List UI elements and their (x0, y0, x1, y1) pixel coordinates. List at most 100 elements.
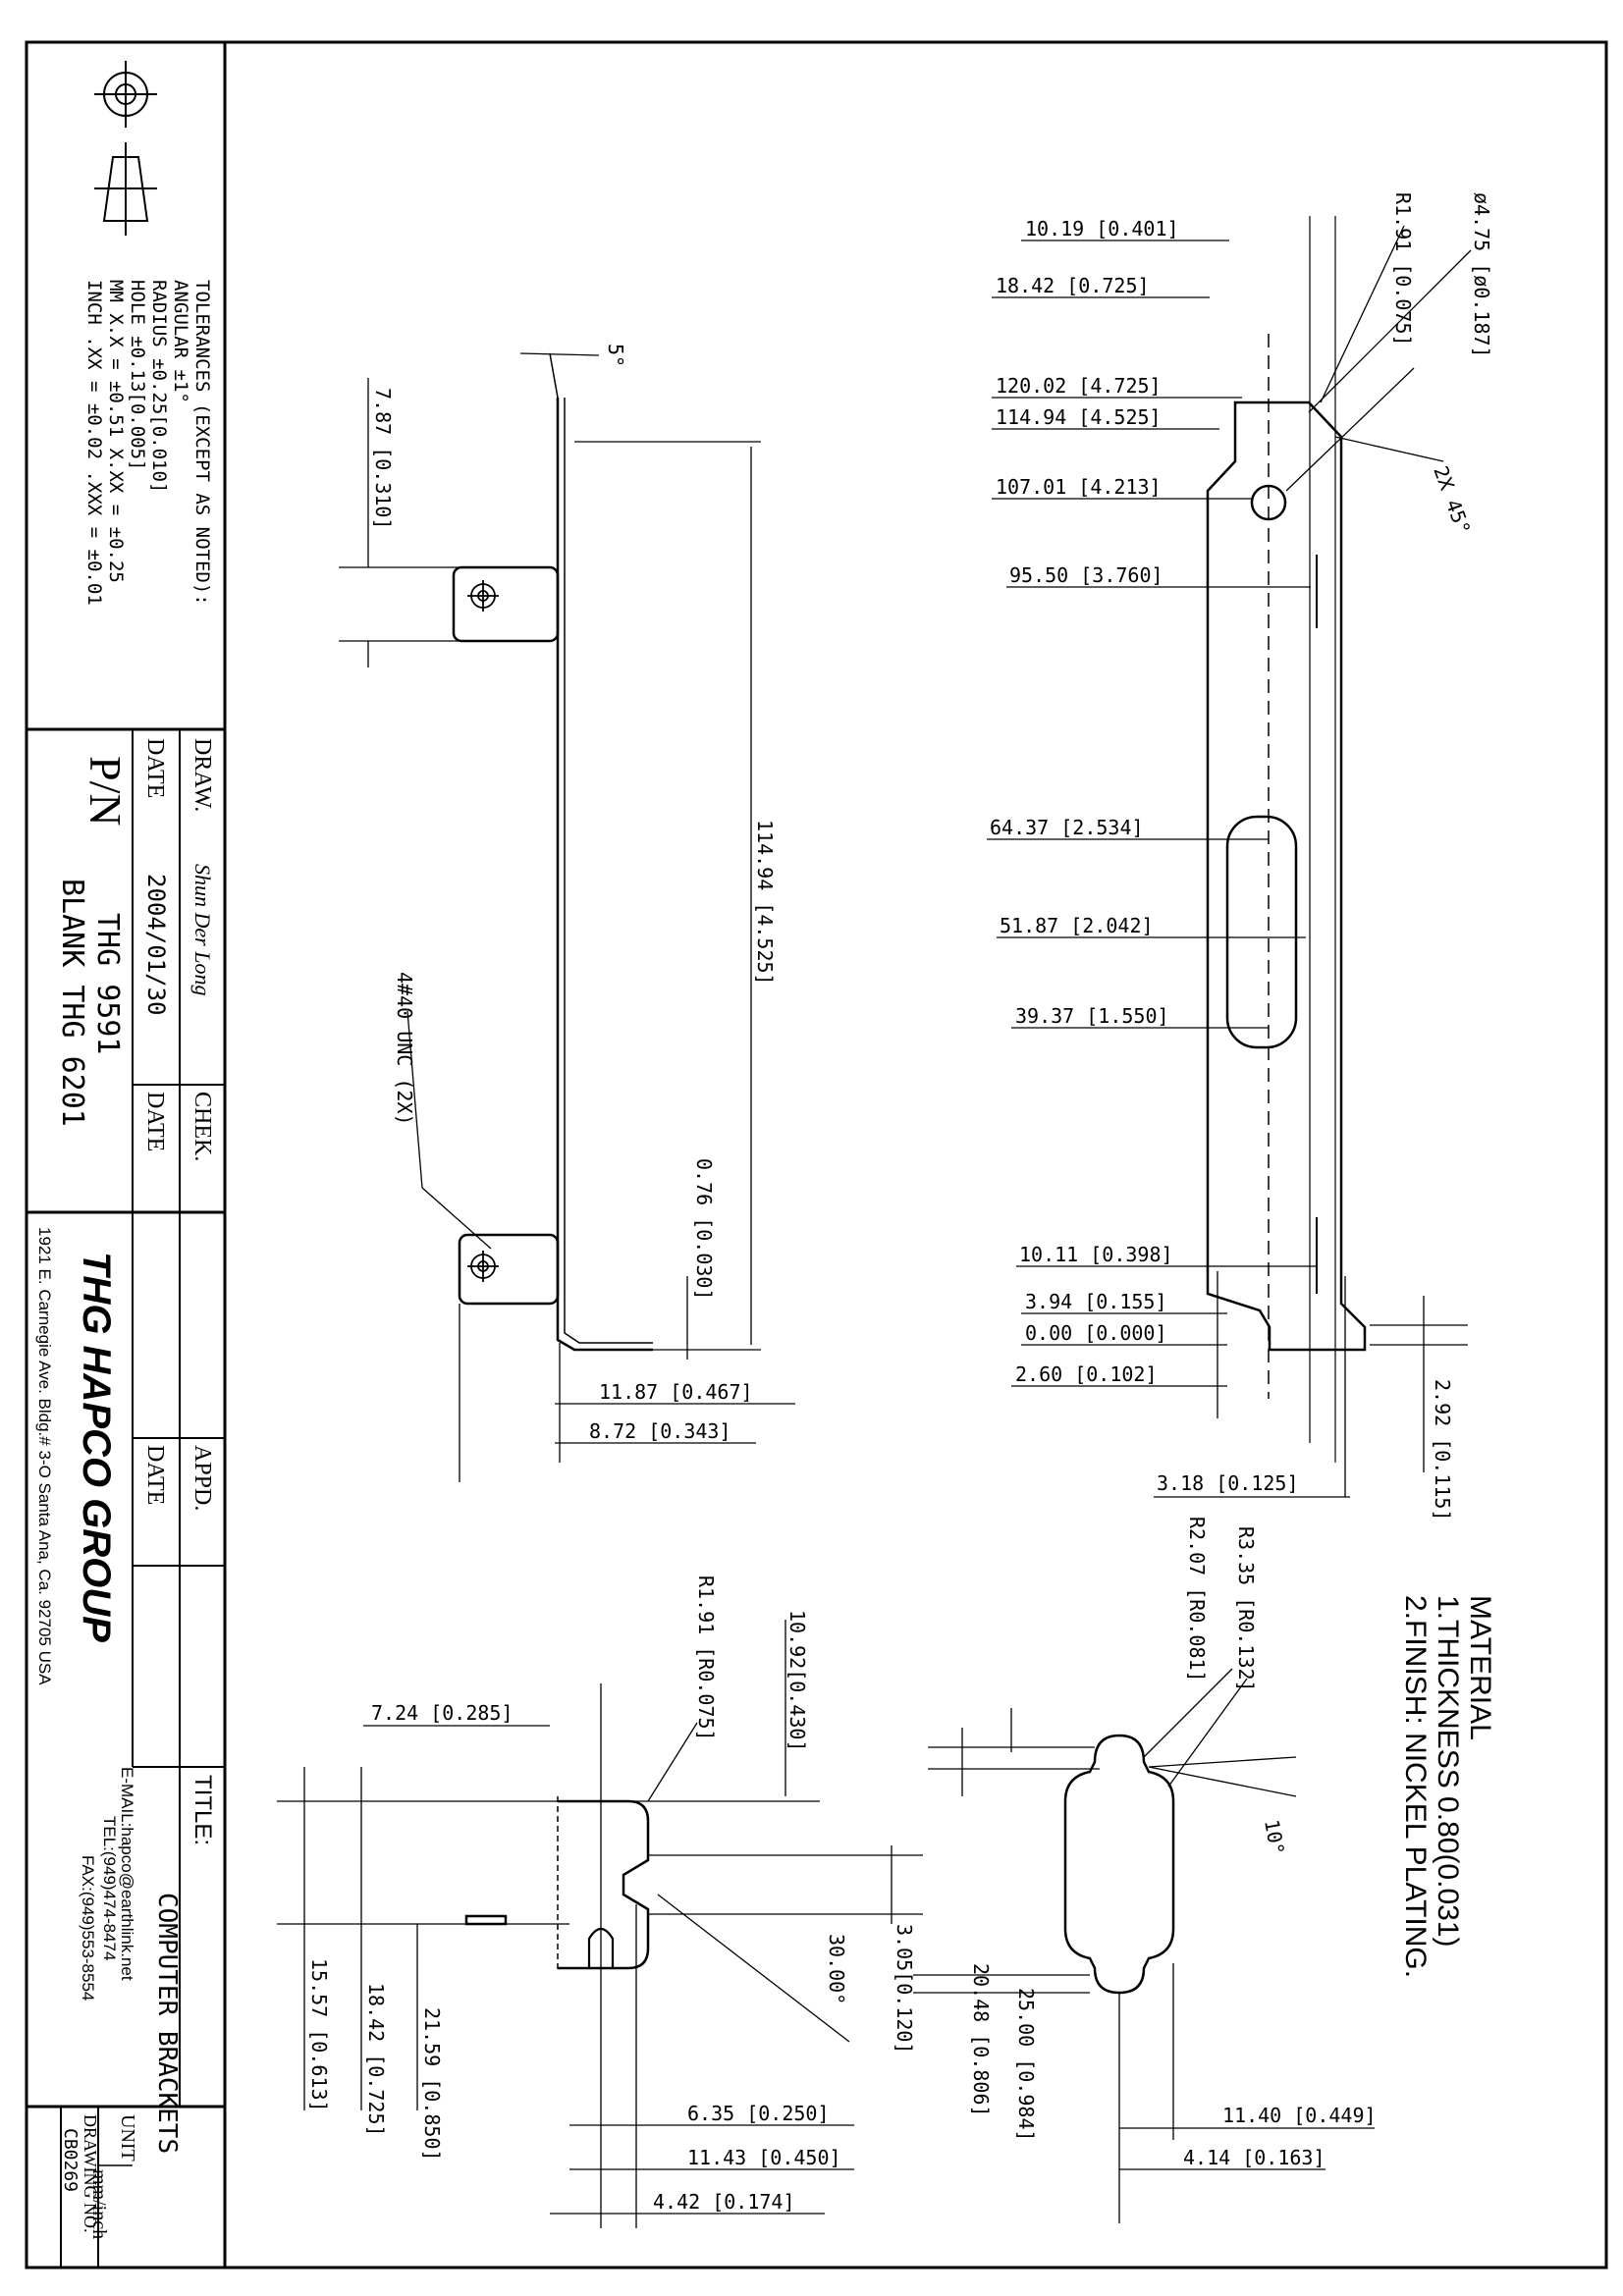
side-view-dims (339, 352, 795, 1482)
dim-7-24: 7.24 [0.285] (371, 1701, 514, 1725)
dim-95-50: 95.50 [3.760] (1009, 563, 1163, 587)
dim-dia-4-75: ø4.75 [ø0.187] (1470, 192, 1493, 358)
dim-0-00: 0.00 [0.000] (1025, 1321, 1167, 1345)
dim-2-92: 2.92 [0.115] (1431, 1379, 1454, 1522)
dim-21-59: 21.59 [0.850] (420, 2007, 444, 2162)
dim-angle-5: 5° (604, 344, 627, 367)
side-view (452, 352, 653, 1352)
title-value: COMPUTER BRACKETS (152, 1893, 182, 2154)
dim-chamfer: 2X 45° (1429, 463, 1475, 538)
dim-114-94-side: 114.94 [4.525] (753, 820, 777, 986)
detail-b-dims (913, 1668, 1375, 2223)
dim-10-11: 10.11 [0.398] (1019, 1243, 1173, 1266)
dim-64-37: 64.37 [2.534] (990, 816, 1144, 839)
chek-label: CHEK. (189, 1092, 215, 1161)
drawing-no-label: DRAWING NO. (81, 2114, 100, 2233)
dim-10-deg: 10° (1260, 1818, 1289, 1857)
dim-3-05: 3.05[0.120] (893, 1924, 916, 2054)
company-fax: FAX:(949)553-8554 (79, 1855, 97, 2001)
detail-b-labels: R3.35 [R0.132] R2.07 [R0.081] 10° 20.48 … (969, 1517, 1377, 2169)
pn-line2: BLANK THG 6201 (55, 879, 89, 1127)
thread-note: 4#40 UNC (2X) (393, 972, 416, 1126)
tolerance-hole: HOLE ±0.13[0.005] (127, 280, 148, 470)
dim-120-02: 120.02 [4.725] (996, 374, 1162, 398)
appd-label: APPD. (189, 1445, 215, 1511)
flat-view-dim-lines (987, 225, 1472, 1498)
dim-r2-07: R2.07 [R0.081] (1185, 1517, 1209, 1682)
date-label: DATE (142, 738, 168, 798)
side-tab-bottom (458, 1233, 560, 1306)
appd-date-label: DATE (142, 1445, 168, 1505)
dim-0-76: 0.76 [0.030] (692, 1158, 716, 1301)
material-heading: MATERIAL (1464, 1595, 1496, 1740)
side-view-labels: 5° 7.87 [0.310] 114.94 [4.525] 0.76 [0.0… (371, 344, 777, 1443)
company-tel: TEL:(949)474-8474 (100, 1816, 119, 1960)
detail-a-labels: 7.24 [0.285] R1.91 [R0.075] 10.92[0.430]… (307, 1575, 916, 2214)
detail-a-outline (558, 1799, 650, 1970)
detail-a (464, 1796, 650, 1973)
sheet-frame (25, 40, 1608, 2269)
draw-label: DRAW. (189, 738, 215, 812)
tolerance-angular: ANGULAR ±1° (170, 280, 191, 403)
dim-3-94: 3.94 [0.155] (1025, 1290, 1167, 1313)
tolerances-block: TOLERANCES (EXCEPT AS NOTED): ANGULAR ±1… (83, 280, 213, 606)
detail-b-outline (1063, 1734, 1175, 1995)
unit-label: UNIT (117, 2114, 138, 2162)
db-cutout-outline (1225, 815, 1298, 1049)
dim-107-01: 107.01 [4.213] (996, 475, 1162, 499)
dim-114-94: 114.94 [4.525] (996, 405, 1162, 429)
side-tab-top (452, 565, 560, 643)
dim-10-19: 10.19 [0.401] (1025, 217, 1179, 240)
detail-b (1063, 1734, 1175, 1995)
title-block: DRAW. Shun Der Long DATE 2004/01/30 CHEK… (35, 738, 216, 2239)
dim-18-42-a: 18.42 [0.725] (364, 1983, 388, 2137)
tolerance-mm: MM X.X = ±0.51 X.XX = ±0.25 (105, 280, 127, 583)
dim-2-60: 2.60 [0.102] (1015, 1362, 1158, 1386)
dim-18-42: 18.42 [0.725] (996, 274, 1150, 297)
tolerance-inch: INCH .XX = ±0.02 .XXX = ±0.01 (83, 280, 105, 606)
side-view-hole-symbols (467, 580, 499, 1282)
dim-11-87: 11.87 [0.467] (599, 1380, 753, 1404)
material-finish: 2.FINISH: NICKEL PLATING. (1399, 1595, 1432, 1978)
material-thickness: 1.THICKNESS 0.80(0.031) (1432, 1595, 1464, 1948)
dim-39-37: 39.37 [1.550] (1015, 1004, 1169, 1028)
date-value: 2004/01/30 (142, 874, 170, 1016)
dim-3-18: 3.18 [0.125] (1157, 1471, 1299, 1495)
dim-25-00: 25.00 [0.984] (1014, 1988, 1038, 2142)
dim-r1-91-a: R1.91 [R0.075] (694, 1575, 718, 1741)
dim-30-deg: 30.00° (825, 1934, 848, 2004)
chek-date-label: DATE (142, 1092, 168, 1151)
dim-6-35: 6.35 [0.250] (687, 2102, 830, 2125)
dim-r1-91: R1.91 [0.075] (1391, 192, 1415, 347)
dim-51-87: 51.87 [2.042] (1000, 914, 1154, 937)
title-label: TITLE: (189, 1775, 216, 1845)
company-address: 1921 E. Carnegie Ave. Bldg.# 3-O Santa A… (35, 1227, 54, 1685)
projection-symbol-icon (94, 61, 157, 236)
flat-view-dims: 10.19 [0.401] 18.42 [0.725] 120.02 [4.72… (990, 192, 1493, 1522)
dim-11-40: 11.40 [0.449] (1222, 2104, 1377, 2127)
dim-7-87: 7.87 [0.310] (371, 388, 395, 530)
draw-signature: Shun Der Long (190, 864, 215, 995)
material-notes: MATERIAL 1.THICKNESS 0.80(0.031) 2.FINIS… (1399, 1595, 1496, 1978)
bracket-outline (1206, 400, 1367, 1352)
dim-r3-35: R3.35 [R0.132] (1234, 1526, 1258, 1692)
dim-4-42: 4.42 [0.174] (653, 2190, 795, 2214)
dim-8-72: 8.72 [0.343] (589, 1419, 731, 1443)
dim-15-57: 15.57 [0.613] (307, 1958, 331, 2112)
drawing-no-value: CB0269 (60, 2128, 81, 2192)
tolerances-title: TOLERANCES (EXCEPT AS NOTED): (191, 280, 213, 606)
dim-20-48: 20.48 [0.806] (969, 1963, 993, 2117)
company-email: E-MAIL:hapco@earthlink.net (118, 1767, 136, 1981)
side-profile (556, 398, 653, 1352)
flat-view (1206, 216, 1367, 1463)
unit-value: mm/inch (88, 2169, 110, 2239)
pn-label: P/N (81, 756, 131, 827)
dim-11-43: 11.43 [0.450] (687, 2146, 841, 2169)
tolerance-radius: RADIUS ±0.25[0.010] (148, 280, 170, 493)
company-name: THG HAPCO GROUP (75, 1252, 118, 1642)
dim-4-14: 4.14 [0.163] (1183, 2146, 1325, 2169)
dim-10-92: 10.92[0.430] (785, 1610, 809, 1752)
pn-line1: THG 9591 (90, 913, 125, 1055)
detail-a-dims (277, 1620, 923, 2228)
